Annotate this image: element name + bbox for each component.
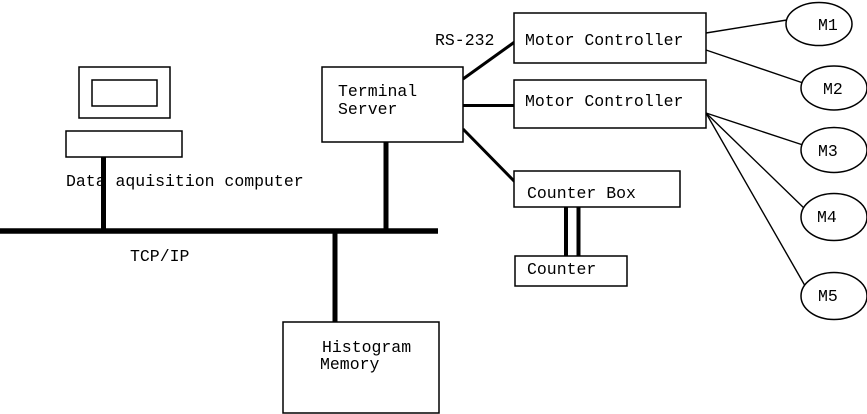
terminal-server-label-line2: Server [338,100,397,119]
terminal-server-label-line1: Terminal [338,82,417,101]
counter-box-box [513,170,681,208]
histogram-memory-label-line1: Histogram [322,338,411,357]
motor-controller-top-box [513,12,707,64]
terminal-server-box [321,66,464,143]
motor-m2-ellipse [800,65,867,111]
motor-m3-ellipse [800,126,867,174]
terminal-to-counterbox-line [461,127,518,185]
terminal-to-motor1-line [462,39,517,81]
motor1-to-m2-line [705,49,807,85]
motor-m5-label: M5 [818,287,838,306]
motor-m4-label: M4 [817,208,837,227]
data-computer-label: Data aquisition computer [66,172,304,191]
motor-controller-top-label: Motor Controller [525,31,683,50]
motor-m2-label: M2 [823,80,843,99]
motor-m5-ellipse [800,271,867,321]
histogram-memory-label-line2: Memory [320,355,380,374]
motor1-to-m1-line [705,18,794,34]
motor2-to-m3-line [705,112,807,147]
counter-box [514,255,628,287]
motor2-to-m5-line [705,112,809,292]
monitor-screen [91,79,158,107]
tcpip-label: TCP/IP [130,247,190,266]
rs232-label: RS-232 [435,31,494,50]
motor-m1-ellipse [785,1,853,47]
motor-m3-label: M3 [818,142,838,161]
motor-controller-bottom-box [513,79,707,129]
counter-label: Counter [527,260,596,279]
motor2-to-m4-line [705,112,808,212]
computer-icon [65,66,183,158]
counter-box-label: Counter Box [527,184,636,203]
motor-m1-label: M1 [818,16,838,35]
motor-m4-ellipse [800,192,867,242]
histogram-memory-box [282,321,440,414]
keyboard-outline [65,130,183,158]
motor-controller-bottom-label: Motor Controller [525,92,683,111]
